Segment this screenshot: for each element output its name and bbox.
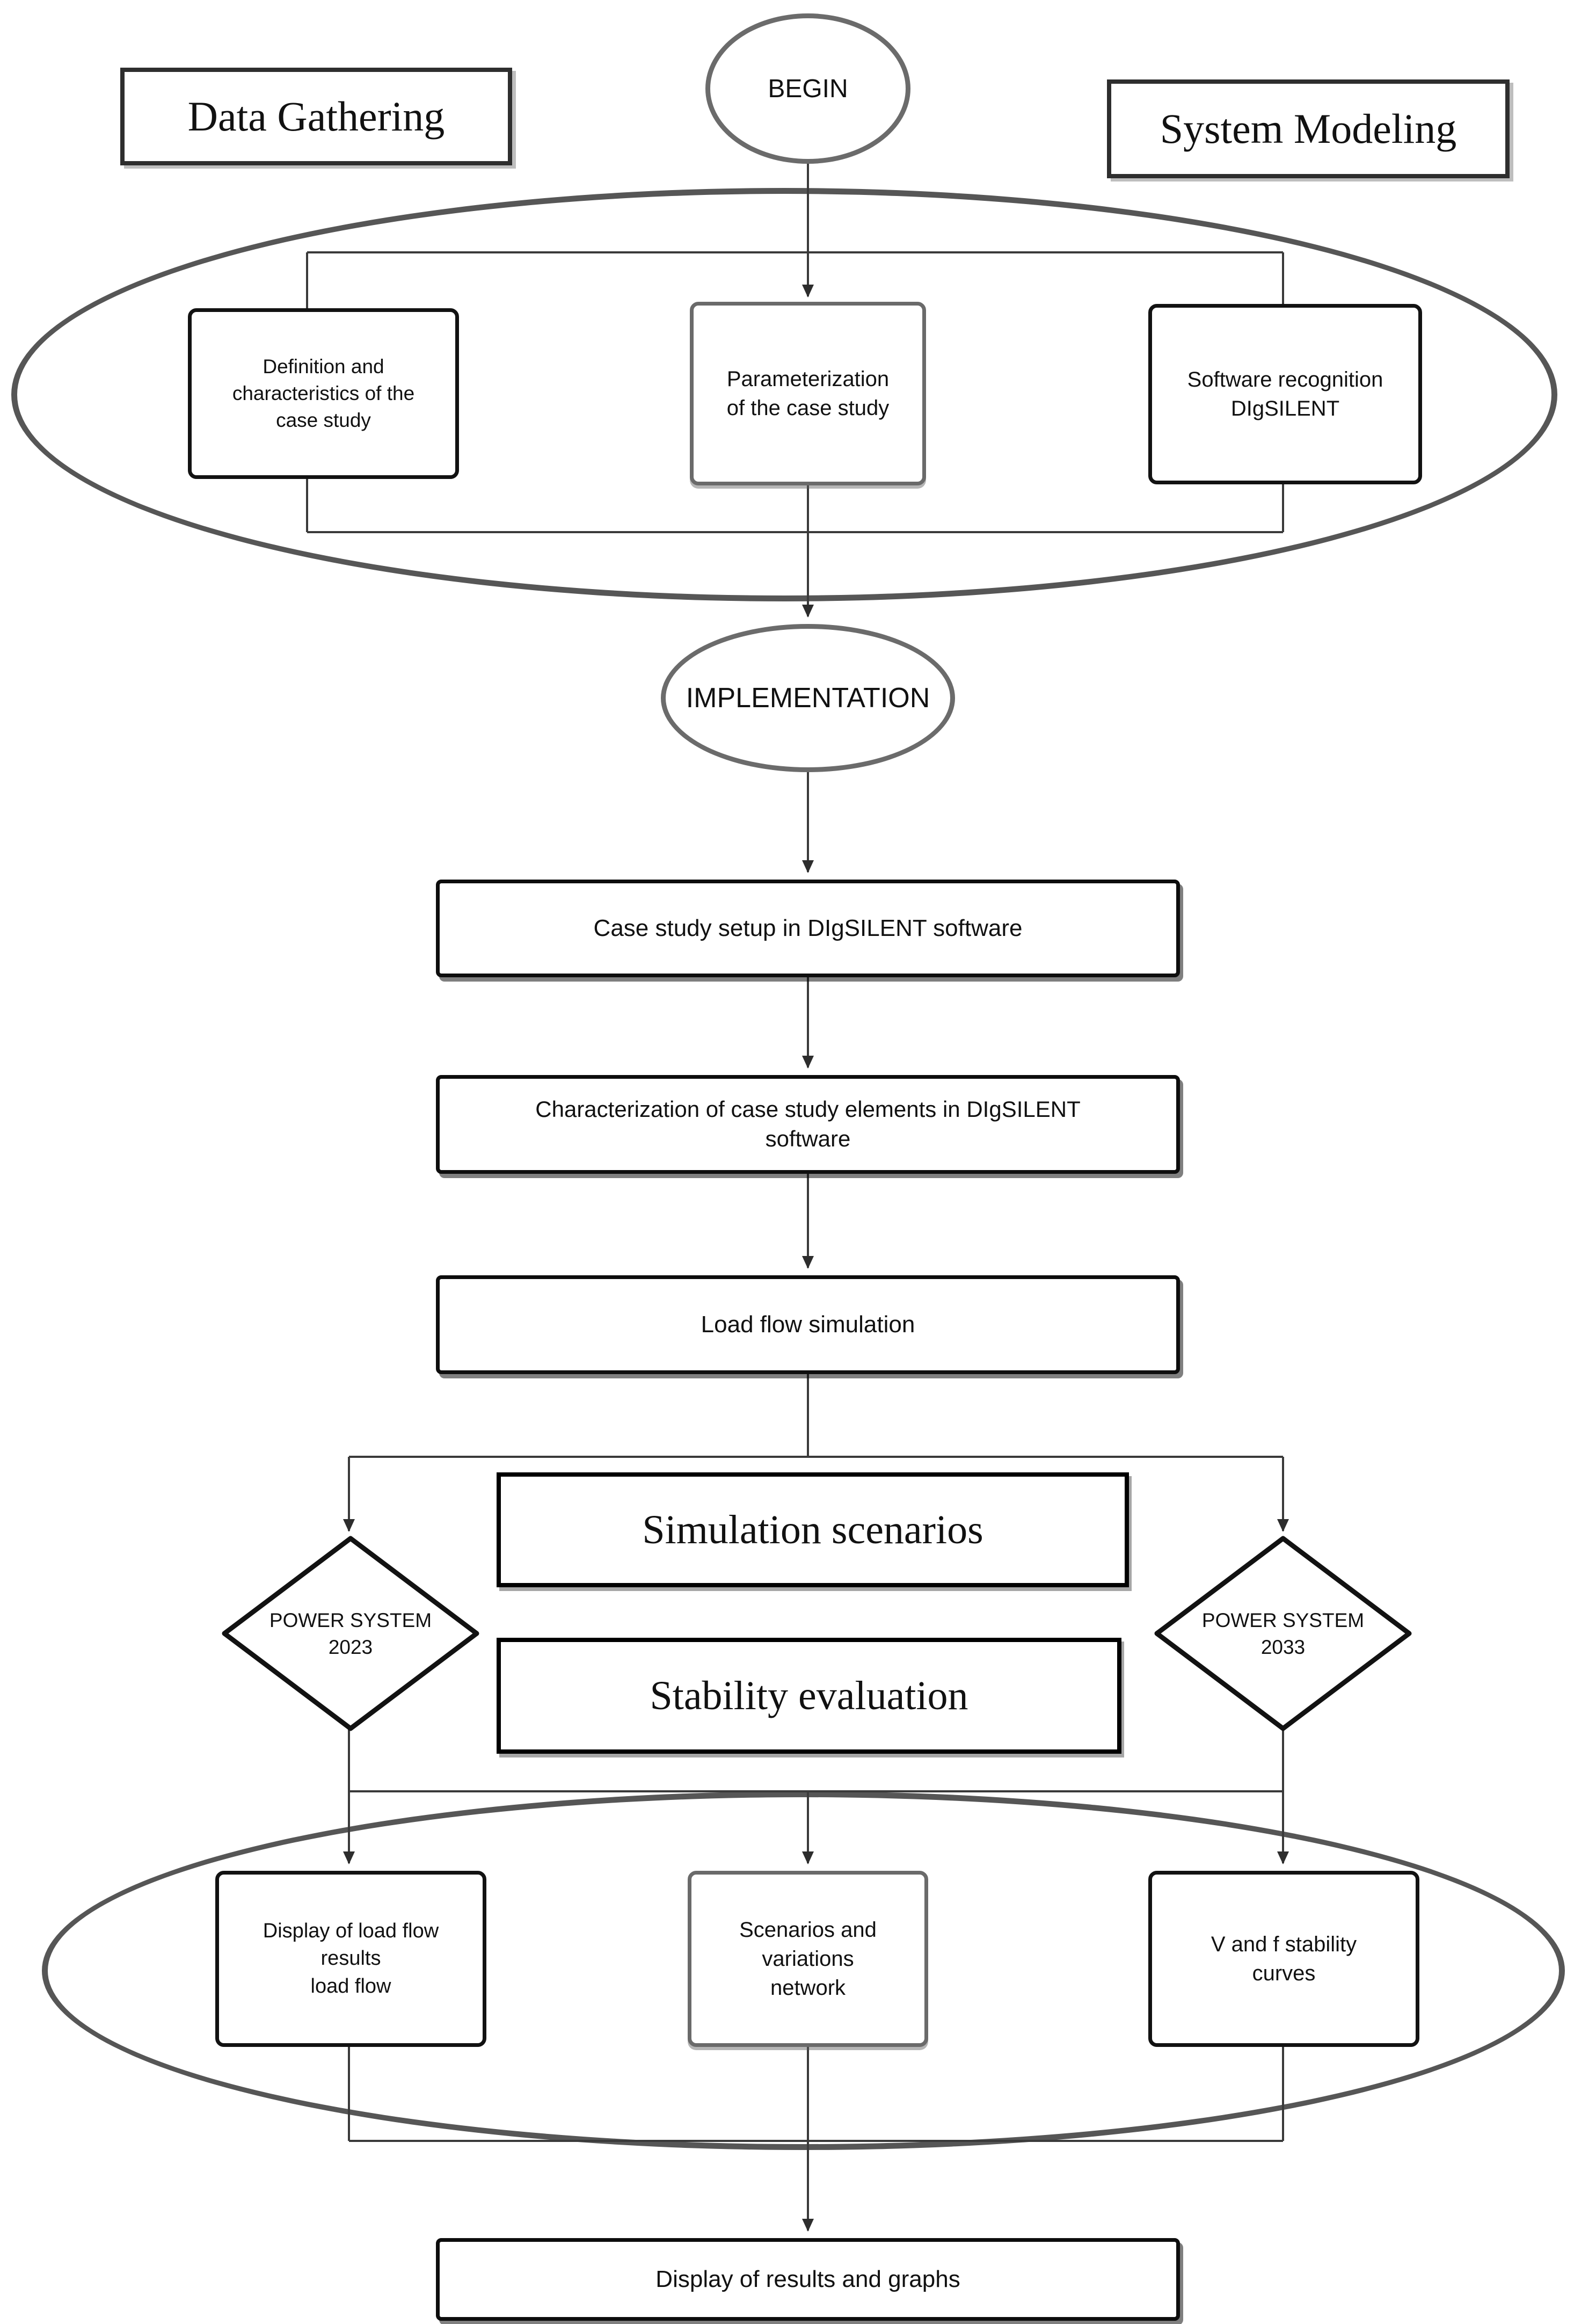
data-gathering-section-box: Data Gathering [120,68,512,165]
parameterization-node: Parameterization of the case study [690,302,926,485]
simulation-scenarios-label: Simulation scenarios [642,1507,983,1552]
implementation-terminator: IMPLEMENTATION [661,624,955,772]
simulation-scenarios-node: Simulation scenarios [497,1472,1129,1587]
system-modeling-section-label: System Modeling [1160,105,1457,152]
characterization-node: Characterization of case study elements … [436,1075,1180,1174]
load-flow-node: Load flow simulation [436,1275,1180,1374]
system-modeling-section-box: System Modeling [1107,79,1510,178]
scenarios-network-label: Scenarios and variations network [739,1918,877,2000]
results-group-ellipse [42,1791,1565,2150]
load-flow-results-label: Display of load flow results load flow [263,1920,439,1998]
display-results-node: Display of results and graphs [436,2238,1180,2321]
power-system-2023-label-wrap: POWER SYSTEM 2023 [238,1587,463,1681]
display-results-label: Display of results and graphs [655,2266,960,2293]
software-recognition-node: Software recognition DIgSILENT [1148,304,1422,484]
power-system-2033-label: POWER SYSTEM 2033 [1201,1609,1365,1658]
connector-lines [306,164,1289,2232]
power-system-2033-label-wrap: POWER SYSTEM 2033 [1170,1587,1396,1681]
power-system-2033-diamond [1154,1536,1412,1731]
vf-curves-node: V and f stability curves [1148,1871,1419,2047]
case-setup-node: Case study setup in DIgSILENT software [436,880,1180,977]
data-gathering-section-label: Data Gathering [187,93,445,140]
definition-label: Definition and characteristics of the ca… [232,355,415,431]
stability-evaluation-label: Stability evaluation [650,1673,968,1718]
load-flow-results-node: Display of load flow results load flow [215,1871,486,2047]
parameterization-label: Parameterization of the case study [726,367,890,420]
vf-curves-label: V and f stability curves [1211,1933,1357,1985]
software-recognition-label: Software recognition DIgSILENT [1187,368,1383,420]
implementation-label: IMPLEMENTATION [686,682,930,714]
case-setup-label: Case study setup in DIgSILENT software [593,915,1023,942]
data-gathering-group-ellipse [11,188,1557,601]
characterization-label: Characterization of case study elements … [535,1096,1081,1151]
power-system-2023-diamond [222,1536,479,1731]
power-system-2023-label: POWER SYSTEM 2023 [269,1609,432,1658]
scenarios-network-node: Scenarios and variations network [688,1871,928,2047]
definition-node: Definition and characteristics of the ca… [188,308,459,479]
stability-evaluation-node: Stability evaluation [497,1638,1121,1754]
load-flow-label: Load flow simulation [701,1311,915,1338]
begin-terminator: BEGIN [705,13,910,164]
begin-label: BEGIN [768,74,848,103]
